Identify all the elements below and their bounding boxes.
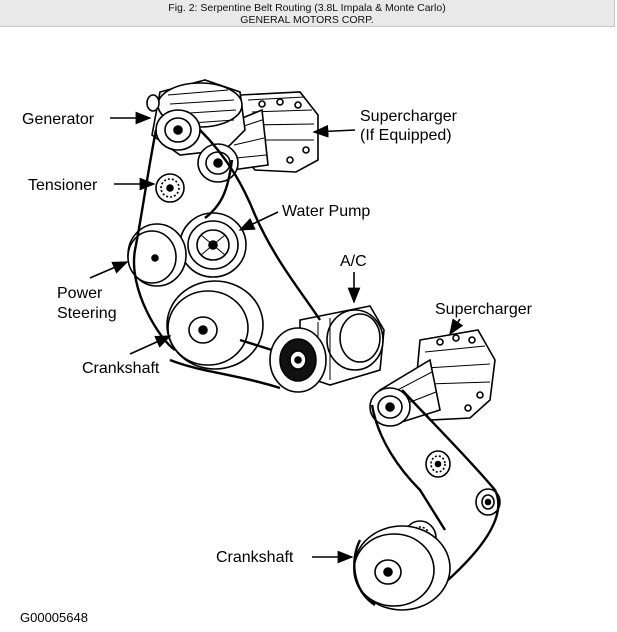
upper-engine-assembly [127,79,385,393]
serpentine-belt-lower [353,389,500,607]
supercharger-pulley-lower [369,387,411,427]
label-crankshaft-upper: Crankshaft [82,360,160,377]
generator-component [146,79,246,156]
label-water-pump: Water Pump [282,203,370,220]
figure-code: G00005648 [20,610,88,625]
label-ac: A/C [340,253,367,270]
tensioner-pulley [155,173,185,203]
label-supercharger-optional-line1: Supercharger [360,108,458,125]
figure-title: Fig. 2: Serpentine Belt Routing (3.8L Im… [168,2,446,14]
label-crankshaft-lower: Crankshaft [216,549,294,566]
figure-header: Fig. 2: Serpentine Belt Routing (3.8L Im… [0,0,615,27]
label-supercharger-optional-line2: (If Equipped) [360,127,452,144]
ac-compressor [269,305,385,393]
leader-supercharger [449,318,464,336]
power-steering-pulley [127,223,187,287]
leader-water-pump [238,211,279,231]
crankshaft-pulley-lower [353,525,451,611]
lower-engine-assembly [353,329,501,611]
leader-crankshaft-upper [129,335,172,355]
label-supercharger: Supercharger [435,301,533,318]
figure-subtitle: GENERAL MOTORS CORP. [240,14,374,26]
label-generator: Generator [22,111,95,128]
water-pump-pulley [179,212,247,278]
label-power-steering-line1: Power [57,285,103,302]
idler-pulley-lower-1 [425,450,451,478]
leader-supercharger-optional [312,124,356,138]
crankshaft-pulley-upper [166,280,264,370]
leader-power-steering [89,261,129,279]
label-power-steering-line2: Steering [57,305,117,322]
callouts: Generator Supercharger (If Equipped) Ten… [20,108,533,625]
serpentine-belt-upper [132,129,321,390]
idler-pulley-lower-2 [475,488,501,516]
label-tensioner: Tensioner [28,177,98,194]
